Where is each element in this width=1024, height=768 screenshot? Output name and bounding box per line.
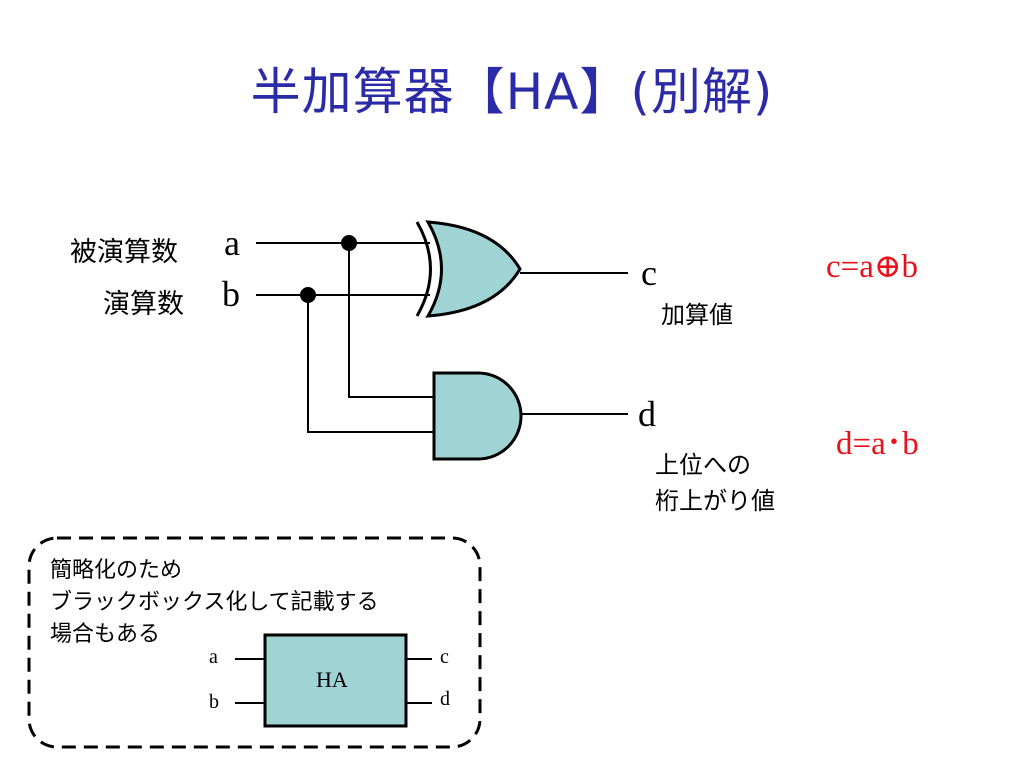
input-b-signal: b [222, 274, 240, 314]
ha-pin-b: b [209, 691, 219, 713]
junction-a [341, 235, 357, 251]
note-line-1: 簡略化のため [50, 558, 183, 583]
xor-gate [415, 220, 522, 318]
ha-pin-a: a [209, 646, 218, 668]
output-c-caption: 加算値 [661, 301, 733, 329]
output-d-signal: d [638, 394, 656, 434]
input-a-signal: a [224, 223, 240, 263]
wire-b-branch [307, 295, 436, 433]
output-d-formula: d=a･b [836, 426, 919, 462]
note-line-3: 場合もある [50, 622, 161, 647]
output-c-formula: c=a⊕b [826, 249, 919, 285]
ha-pin-c: c [440, 646, 449, 668]
input-b-caption: 演算数 [103, 289, 184, 320]
and-gate [432, 371, 523, 461]
output-d-caption-line-2: 桁上がり値 [655, 487, 775, 515]
note-line-2: ブラックボックス化して記載する [50, 590, 379, 615]
junction-b [300, 287, 316, 303]
input-a-caption: 被演算数 [70, 237, 178, 268]
wire-a-branch [348, 243, 436, 398]
output-d-caption-line-1: 上位への [655, 451, 751, 479]
page-title: 半加算器【HA】(別解) [250, 63, 774, 121]
ha-pin-d: d [440, 688, 450, 710]
note-box [27, 536, 482, 749]
ha-box [263, 633, 408, 728]
output-c-signal: c [641, 253, 657, 293]
ha-box-label: HA [316, 667, 348, 692]
